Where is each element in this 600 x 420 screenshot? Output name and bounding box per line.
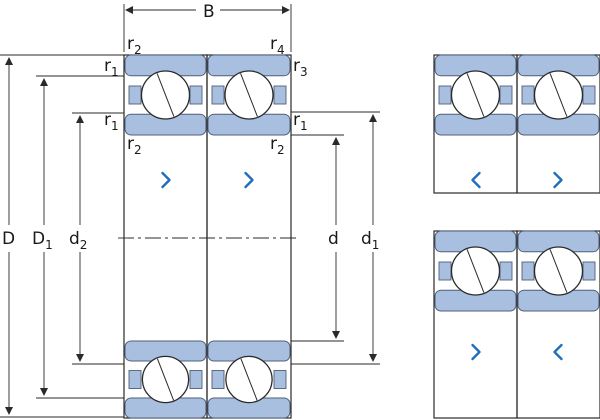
bearing-section (124, 340, 207, 419)
label-D1: D1 (32, 229, 53, 252)
main-bearing-view (118, 54, 298, 419)
label-r1-lower-right: r1 (293, 110, 308, 133)
bearing-section (517, 54, 600, 136)
cage-left (438, 85, 452, 105)
contact-line (466, 73, 485, 117)
label-D: D (2, 229, 15, 249)
label-r4-top-right: r4 (270, 34, 285, 57)
arrangement-view-face-to-face (433, 54, 600, 194)
cage-right (582, 261, 596, 281)
contact-line (466, 249, 485, 293)
cage-right (189, 370, 203, 389)
chevron-right-icon (161, 171, 171, 189)
label-d1: d1 (361, 229, 379, 252)
label-d2: d2 (69, 229, 87, 252)
cage-left (128, 370, 142, 389)
cage-left (438, 261, 452, 281)
label-r2-top-left: r2 (127, 34, 142, 57)
chevron-left-icon (553, 343, 563, 361)
cage-left (128, 85, 142, 105)
label-r2-lower-left: r2 (127, 134, 142, 157)
bearing-section (207, 340, 291, 419)
contact-line (156, 358, 175, 401)
dimension-labels: B D D1 d2 d d1 r2 r4 r1 r3 r1 r1 r2 r2 (2, 2, 379, 252)
cage-right (189, 85, 203, 105)
cage-left (211, 370, 225, 389)
bearing-section (434, 230, 517, 312)
contact-line (549, 249, 568, 293)
cage-right (582, 85, 596, 105)
label-r1-lower-left: r1 (104, 110, 119, 133)
label-r2-lower-right: r2 (270, 134, 285, 157)
bearing-section (124, 54, 207, 136)
contact-line (240, 73, 258, 117)
dimension-lines (0, 4, 380, 418)
bearing-section (517, 230, 600, 312)
label-d: d (328, 229, 339, 249)
bearing-section (207, 54, 291, 136)
cage-left (521, 85, 535, 105)
cage-right (499, 85, 513, 105)
label-B: B (203, 2, 215, 22)
cage-right (273, 85, 287, 105)
contact-line (156, 73, 175, 117)
bearing-section (434, 54, 517, 136)
label-r1-upper-left: r1 (104, 56, 119, 79)
chevron-right-icon (553, 171, 563, 189)
label-r3-upper-right: r3 (293, 56, 308, 79)
cage-left (211, 85, 225, 105)
contact-line (549, 73, 568, 117)
cage-right (499, 261, 513, 281)
chevron-right-icon (244, 171, 254, 189)
cage-right (273, 370, 287, 389)
contact-line (240, 358, 258, 401)
cage-left (521, 261, 535, 281)
chevron-right-icon (471, 343, 481, 361)
chevron-left-icon (471, 171, 481, 189)
arrangement-view-tandem (433, 230, 600, 419)
